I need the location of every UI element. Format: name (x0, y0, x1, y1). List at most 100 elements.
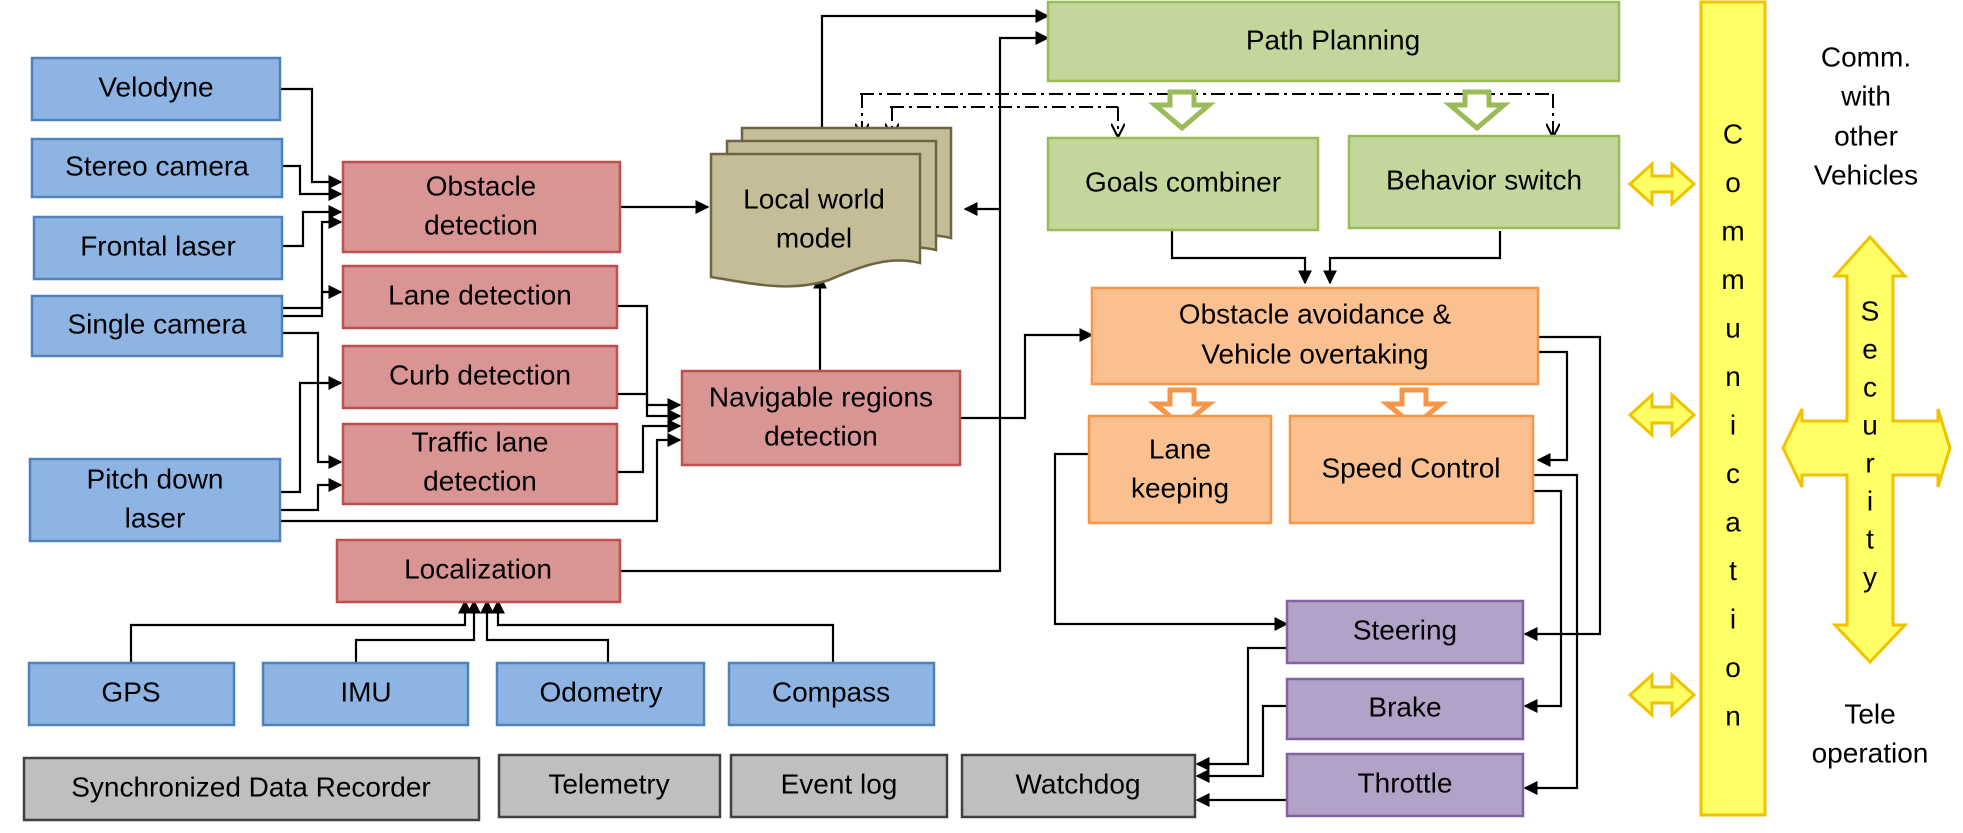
comm-other-vehicles-line3: other (1834, 120, 1898, 151)
curb-detection-box (341, 344, 619, 410)
security-letter: e (1862, 333, 1878, 364)
perception-group: Obstacle detection Lane detection Curb d… (335, 160, 962, 604)
local-world-model: Local world model (709, 126, 953, 288)
comm-arrow-middle (1627, 391, 1697, 439)
connector-worldmodel-planning (820, 9, 1050, 139)
connector-imu-localization (354, 599, 481, 663)
obstacle-avoidance-box (1090, 286, 1540, 386)
security-arrow (1781, 234, 1952, 665)
connector-traffic-navigable (617, 419, 682, 474)
connector-single-obstacle (282, 215, 343, 310)
lane-keeping-label-line1: Lane (1149, 433, 1211, 464)
communication-letter: u (1725, 312, 1741, 343)
connector-odometry-localization (480, 599, 610, 663)
planning-group: Path Planning Goals combiner Behavior sw… (1046, 0, 1621, 232)
connector-compass-localization (491, 599, 835, 663)
curb-detection-label: Curb detection (389, 359, 571, 390)
tele-operation-line2: operation (1812, 737, 1929, 768)
brake-box (1285, 677, 1525, 741)
single-camera-label: Single camera (68, 308, 247, 339)
communication-letter: m (1721, 215, 1744, 246)
obstacle-detection-box (341, 160, 622, 254)
speed-control-label: Speed Control (1321, 452, 1500, 483)
connector-lanekeeping-steering (1053, 452, 1289, 631)
connector-pitch-traffic (280, 478, 343, 512)
lane-keeping-box (1087, 414, 1273, 525)
connector-frontal-obstacle (282, 205, 343, 248)
watchdog-box (960, 753, 1197, 819)
odometry-label: Odometry (540, 676, 663, 707)
connector-steering-watchdog (1195, 646, 1287, 771)
comm-other-vehicles-line1: Comm. (1821, 41, 1911, 72)
throttle-box (1285, 752, 1525, 818)
connector-speed-brake (1523, 489, 1563, 713)
imu-label: IMU (340, 676, 391, 707)
event-log-label: Event log (781, 768, 898, 799)
steering-label: Steering (1353, 614, 1457, 645)
localization-box (335, 538, 622, 604)
event-log-box (729, 753, 949, 819)
navigable-regions-label-line2: detection (764, 420, 878, 451)
connector-lane-navigable (617, 304, 682, 412)
traffic-lane-detection-box (341, 422, 619, 506)
connector-pitch-navigable (280, 433, 682, 523)
security-letter: y (1863, 561, 1877, 592)
throttle-label: Throttle (1358, 767, 1453, 798)
behavior-switch-label: Behavior switch (1386, 164, 1582, 195)
telemetry-label: Telemetry (548, 768, 669, 799)
path-planning-label: Path Planning (1246, 24, 1420, 55)
compass-label: Compass (772, 676, 890, 707)
telemetry-box (497, 753, 722, 819)
connector-velodyne-obstacle (280, 87, 343, 189)
goals-combiner-box (1046, 136, 1320, 232)
comm-arrow-upper (1627, 160, 1697, 208)
stereo-camera-box (30, 137, 284, 199)
gps-box (27, 661, 236, 727)
connector-brake-watchdog (1195, 704, 1287, 783)
traffic-lane-detection-label-line1: Traffic lane (412, 426, 549, 457)
frontal-laser-label: Frontal laser (80, 230, 236, 261)
behavior-switch-box (1347, 134, 1621, 230)
single-camera-box (30, 294, 284, 358)
world-model-sheet-front (709, 152, 922, 288)
connector-navigable-avoidance (960, 328, 1094, 420)
communication-letter: n (1725, 361, 1741, 392)
synchronized-data-recorder-box (22, 756, 481, 822)
actuator-group: Steering Brake Throttle (1285, 599, 1525, 818)
compass-box (727, 661, 936, 727)
security-letter: r (1865, 447, 1874, 478)
connector-avoidance-speed (1536, 350, 1569, 467)
comm-other-vehicles-line4: Vehicles (1814, 159, 1918, 190)
tele-operation-line1: Tele (1844, 698, 1895, 729)
navigable-regions-label-line1: Navigable regions (709, 381, 933, 412)
security-letter: c (1863, 371, 1877, 402)
lane-detection-label: Lane detection (388, 279, 572, 310)
frontal-laser-box (32, 215, 284, 281)
communication-letter: t (1729, 555, 1737, 586)
stereo-camera-label: Stereo camera (65, 150, 249, 181)
gps-label: GPS (101, 676, 160, 707)
communication-letter: c (1726, 458, 1740, 489)
obstacle-detection-label-line1: Obstacle (426, 170, 537, 201)
communication-bar (1699, 0, 1767, 817)
connector-gps-localization (129, 599, 472, 663)
connector-single-lane (282, 285, 343, 318)
connector-stereo-obstacle (282, 164, 343, 201)
velodyne-label: Velodyne (98, 71, 213, 102)
security-letter: u (1862, 409, 1878, 440)
localization-label: Localization (404, 553, 552, 584)
security-letter: S (1861, 295, 1880, 326)
connectors (129, 9, 1602, 807)
connector-behavior-avoidance (1323, 231, 1502, 285)
communication-letter: C (1723, 118, 1743, 149)
obstacle-avoidance-label-line1: Obstacle avoidance & (1179, 298, 1452, 329)
communication-letter: n (1725, 700, 1741, 731)
communication-letter: a (1725, 506, 1741, 537)
lane-detection-box (341, 264, 619, 330)
synchronized-data-recorder-label: Synchronized Data Recorder (71, 771, 431, 802)
pitch-down-laser-label-line1: Pitch down (87, 463, 224, 494)
connector-single-traffic (282, 331, 343, 469)
security-letter: t (1866, 523, 1874, 554)
